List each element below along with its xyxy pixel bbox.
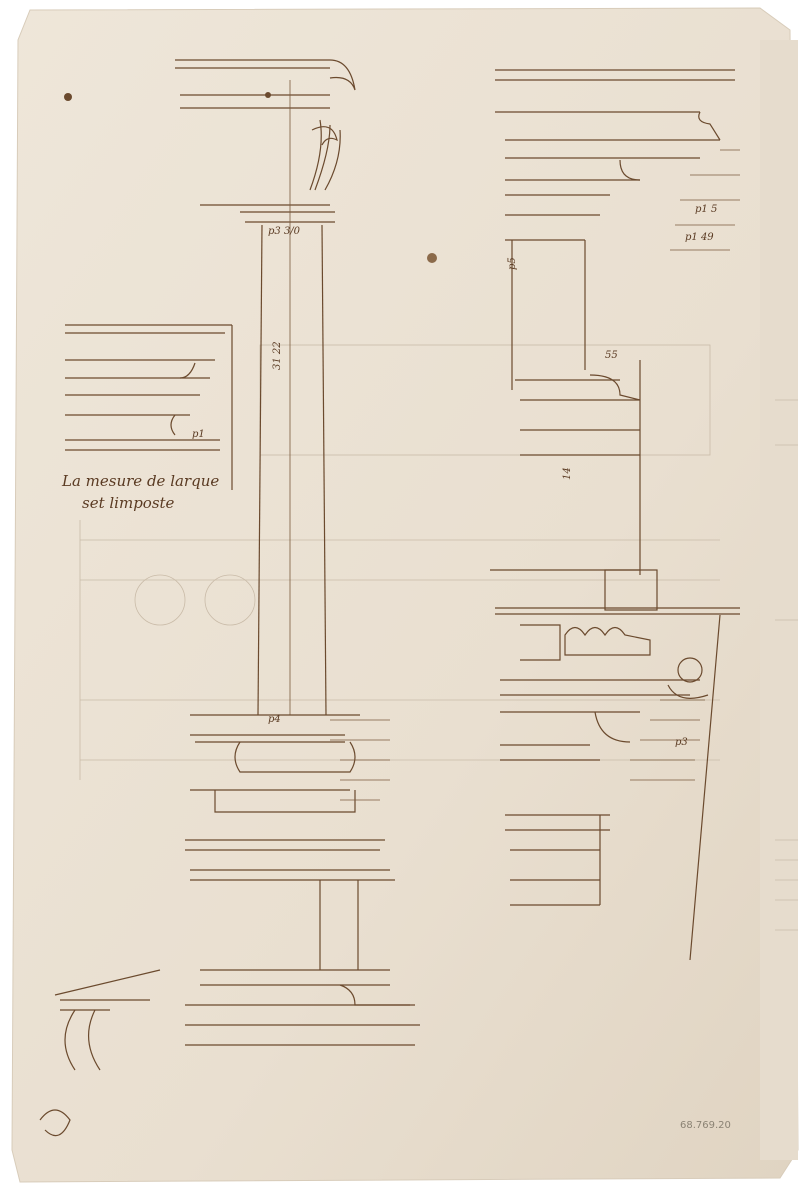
- entablature-upper: [495, 69, 735, 390]
- impost-profile: [65, 324, 233, 490]
- ink-stain: [265, 92, 271, 98]
- base-fragment: [39, 969, 161, 1137]
- dimension-lines: [330, 149, 740, 801]
- inscription: La mesure de larque set limposte: [62, 470, 219, 514]
- inscription-line: La mesure de larque: [62, 472, 220, 490]
- measure-label: p3 3/0: [268, 226, 301, 237]
- measure-label: 55: [605, 350, 618, 361]
- paper: [11, 7, 799, 1183]
- cornice-lower: [495, 607, 740, 961]
- ink-stain: [64, 93, 72, 101]
- measure-label: p1: [192, 429, 205, 440]
- ink-stain: [427, 253, 437, 263]
- measure-label: 14: [562, 467, 573, 480]
- column-capital: [175, 59, 356, 223]
- inscription-line: set limposte: [82, 494, 175, 512]
- measure-label: p1 5: [695, 204, 717, 215]
- verso-show-through: [79, 344, 720, 780]
- column-shaft: [257, 80, 327, 716]
- pedestal: [185, 839, 420, 1046]
- right-edge-stripes: [775, 399, 798, 931]
- measure-label: p1 49: [685, 232, 714, 243]
- measure-label: p3: [675, 737, 688, 748]
- accession-number: 68.769.20: [680, 1120, 731, 1131]
- measure-label: p4: [268, 714, 281, 725]
- pedestal-right: [505, 814, 610, 906]
- right-strip: [760, 40, 798, 1160]
- entablature-middle: [490, 360, 658, 611]
- measure-label: 31 22: [272, 341, 283, 370]
- column-base: [190, 714, 360, 813]
- measure-label: p5: [507, 257, 518, 270]
